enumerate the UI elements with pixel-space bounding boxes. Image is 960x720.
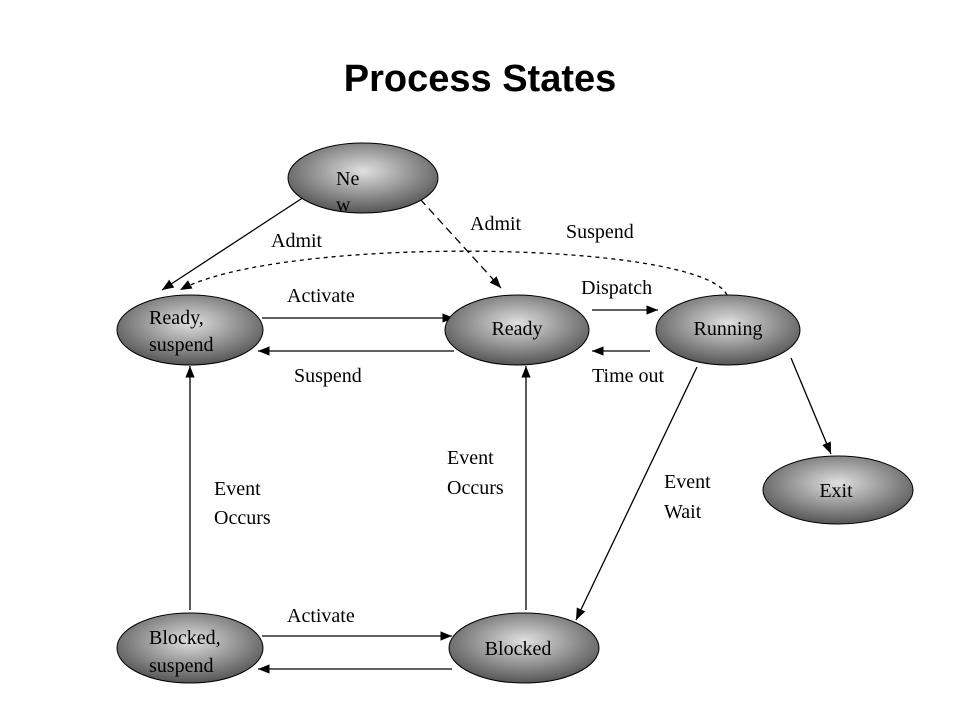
label-dispatch: Dispatch [581,277,652,299]
svg-text:suspend: suspend [149,334,213,356]
node-running: Running [655,294,801,366]
edge-running-to-exit [790,357,832,455]
edge-new-to-ready-suspend [161,196,305,291]
label-event-occurs-mid-2: Occurs [447,477,504,499]
svg-text:Running: Running [694,318,763,340]
svg-text:Ready: Ready [491,318,542,340]
label-activate-top: Activate [287,285,355,307]
label-event-occurs-left-2: Occurs [214,507,271,529]
label-event-occurs-left: Event [214,478,261,500]
page-title: Process States [343,58,617,100]
node-blocked-suspend: Blocked, suspend [116,612,264,684]
svg-text:w: w [336,194,351,216]
node-ready-suspend: Ready, suspend [116,294,264,366]
node-ready: Ready [444,294,590,366]
label-event-wait-2: Wait [664,501,702,523]
label-event-occurs-mid: Event [447,447,494,469]
svg-text:Blocked: Blocked [485,638,552,660]
edge-running-suspend-to-ready-suspend [179,250,728,296]
label-event-wait: Event [664,471,711,493]
svg-text:Ne: Ne [336,168,359,190]
node-new: Ne w [287,142,439,216]
label-suspend-mid: Suspend [294,365,362,387]
svg-text:Ready,: Ready, [149,307,204,329]
node-exit: Exit [762,455,914,525]
label-timeout: Time out [592,365,665,387]
node-blocked: Blocked [448,612,600,684]
svg-text:suspend: suspend [149,655,213,677]
edge-new-to-ready [419,198,502,289]
label-activate-bottom: Activate [287,605,355,627]
label-admit-left: Admit [271,230,323,252]
svg-text:Exit: Exit [819,480,853,502]
label-suspend-top: Suspend [566,221,634,243]
svg-text:Blocked,: Blocked, [149,627,221,649]
edge-running-to-blocked [575,366,698,621]
label-admit-right: Admit [470,213,522,235]
